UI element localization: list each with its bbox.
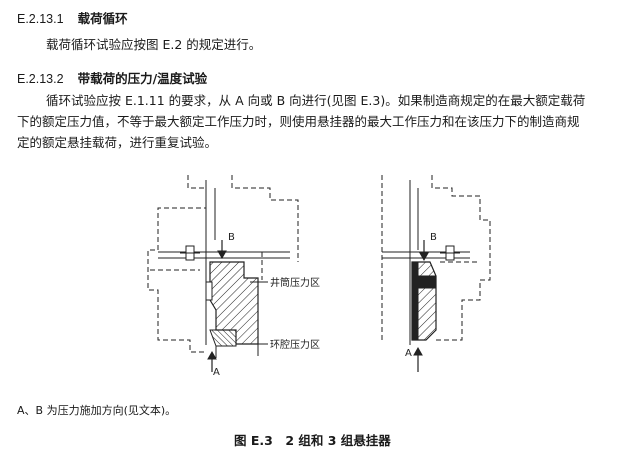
section-title-1: 载荷循环 <box>77 11 128 26</box>
right-label-a: A <box>405 348 412 359</box>
right-label-b: B <box>430 232 437 243</box>
section-title-2: 带载荷的压力/温度试验 <box>77 71 208 86</box>
left-hanger-drawing <box>147 175 299 372</box>
section-number-2: E.2.13.2 <box>17 72 64 86</box>
section-number-1: E.2.13.1 <box>17 12 64 26</box>
figure-note: A、B 为压力施加方向(见文本)。 <box>17 404 177 417</box>
paragraph-2-line-2: 下的额定压力值，不等于最大额定工作压力时，则使用悬挂器的最大工作压力和在该压力下… <box>17 114 580 129</box>
label-casing-pressure-zone: 井筒压力区 <box>270 276 320 289</box>
label-annulus-pressure-zone: 环腔压力区 <box>270 338 320 351</box>
left-label-a: A <box>213 367 220 378</box>
paragraph-1: 载荷循环试验应按图 E.2 的规定进行。 <box>46 37 262 52</box>
figure-caption: 图 E.3 2 组和 3 组悬挂器 <box>234 433 391 448</box>
paragraph-2-line-3: 定的额定悬挂载荷，进行重复试验。 <box>17 135 218 150</box>
section-heading-1: E.2.13.1 载荷循环 <box>17 8 128 27</box>
paragraph-2-line-1: 循环试验应按 E.1.11 的要求，从 A 向或 B 向进行(见图 E.3)。如… <box>46 93 586 108</box>
section-heading-2: E.2.13.2 带载荷的压力/温度试验 <box>17 68 207 87</box>
right-hanger-drawing <box>381 175 491 372</box>
left-label-b: B <box>228 232 235 243</box>
